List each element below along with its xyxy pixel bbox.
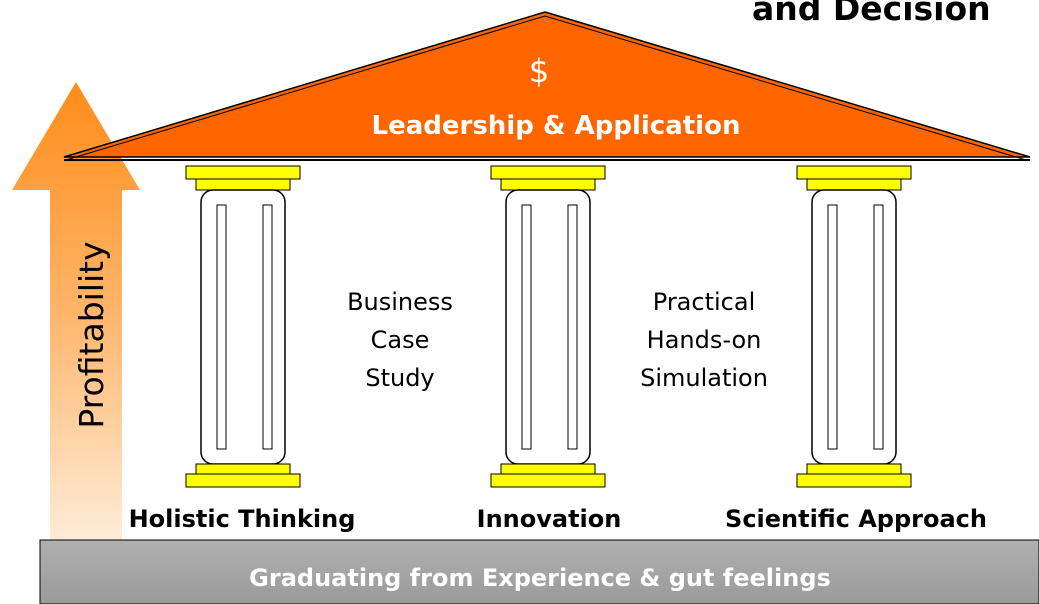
pillar-flute-left [216,204,227,450]
pillar-base-bottom [490,473,606,488]
pillar-2 [490,165,606,488]
foundation-label: Graduating from Experience & gut feeling… [249,564,831,592]
pillar-base-top [806,463,902,475]
roof-triangle [63,11,1031,158]
profitability-label: Profitability [72,241,111,428]
pillar-base-bottom [185,473,301,488]
page-title-fragment: and Decision [752,0,991,28]
between-text-line: Business [347,288,453,316]
foundation: Graduating from Experience & gut feeling… [39,539,1039,604]
pillar-capital-top [490,165,606,180]
between-text-line: Study [365,364,434,392]
roof: $ Leadership & Application [63,11,1031,161]
pillar-flute-right [262,204,273,450]
foundation-bar [39,539,1039,604]
roof-label: Leadership & Application [372,111,741,141]
pillar-label-holistic-thinking: Holistic Thinking [129,505,356,533]
between-text-line: Simulation [640,364,768,392]
pillar-1 [185,165,301,488]
between-text-line: Hands-on [647,326,762,354]
pillar-capital-top [796,165,912,180]
pillar-base-bottom [796,473,912,488]
pillar-3 [796,165,912,488]
practical-simulation-text: Practical Hands-on Simulation [640,288,768,392]
pillar-base-top [195,463,291,475]
pillar-flute-right [873,204,884,450]
pillar-capital-bottom [195,178,291,191]
dollar-symbol: $ [529,52,549,90]
pillar-labels: Holistic Thinking Innovation Scientific … [129,505,987,533]
pillar-capital-bottom [500,178,596,191]
profitability-arrow: Profitability [12,82,140,570]
between-text-line: Practical [653,288,755,316]
pillar-flute-right [567,204,578,450]
up-arrow-icon [12,82,140,570]
pillar-capital-top [185,165,301,180]
between-text-line: Case [371,326,430,354]
pillar-base-top [500,463,596,475]
business-case-study-text: Business Case Study [347,288,453,392]
pillar-capital-bottom [806,178,902,191]
pillar-flute-left [521,204,532,450]
pillar-label-scientific-approach: Scientific Approach [725,505,987,533]
pillar-flute-left [827,204,838,450]
roof-edge-line [65,15,1027,161]
pillar-label-innovation: Innovation [477,505,622,533]
